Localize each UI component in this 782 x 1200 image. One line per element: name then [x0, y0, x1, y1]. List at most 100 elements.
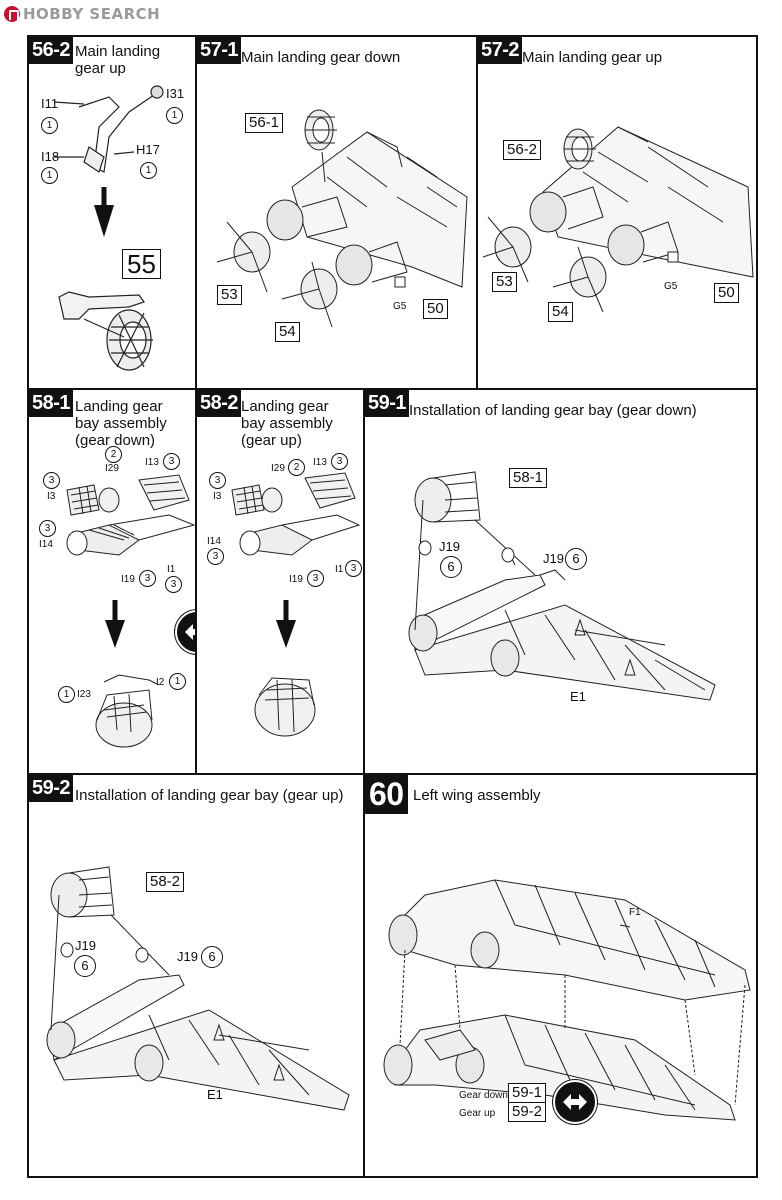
label-i14: I14 [207, 536, 221, 547]
turn-over-icon [553, 1080, 597, 1124]
qty-badge: 1 [58, 686, 75, 703]
part-54: 54 [548, 302, 573, 322]
bay-assembly-down-illustration [66, 474, 195, 748]
step-number: 57-2 [478, 37, 523, 64]
qty-badge: 1 [140, 162, 157, 179]
qty-badge: 6 [440, 556, 462, 578]
install-bay-up-illustration [46, 866, 350, 1111]
label-j19: J19 [543, 551, 564, 566]
qty-badge: 3 [39, 520, 56, 537]
gear-up-parts-illustration [53, 85, 164, 371]
ref-56-2: 56-2 [503, 140, 542, 160]
step-title: Left wing assembly [413, 787, 541, 804]
step-58-2-panel: 58-2 Landing gear bay assembly (gear up)… [195, 388, 365, 775]
step-title: Main landing gear up [522, 49, 663, 66]
step-title: Main landing gear up [75, 43, 161, 77]
ref-58-2: 58-2 [146, 872, 185, 892]
step-60-panel: 60 Left wing assembly F1 Gear down 59-1 … [363, 773, 758, 1178]
qty-badge: 3 [139, 570, 156, 587]
label-e1: E1 [570, 689, 586, 704]
qty-badge: 1 [41, 117, 58, 134]
label-i29: I29 [271, 463, 285, 474]
step-number: 60 [365, 775, 408, 815]
step-56-2-panel: 56-2 Main landing gear up I11 1 I31 1 I1… [27, 35, 197, 390]
step-57-1-panel: 57-1 Main landing gear down 56-1 53 54 G… [195, 35, 478, 390]
qty-badge: 3 [209, 472, 226, 489]
gear-down-label: Gear down [459, 1090, 508, 1101]
step-number: 57-1 [197, 37, 242, 64]
ref-55: 55 [122, 249, 161, 279]
part-g5: G5 [664, 281, 678, 292]
label-j19: J19 [439, 539, 460, 554]
label-i14: I14 [39, 539, 53, 550]
double-arrow-icon [563, 1094, 587, 1110]
install-bay-down-illustration [408, 471, 716, 701]
title-line: (gear down) [75, 432, 156, 449]
title-line: (gear up) [241, 432, 302, 449]
step-number: 56-2 [29, 37, 74, 64]
label-f1: F1 [629, 907, 641, 918]
step-title: Main landing gear down [241, 49, 401, 66]
step-number: 59-1 [365, 390, 410, 417]
label-i31: I31 [166, 86, 185, 101]
step-59-2-panel: 59-2 Installation of landing gear bay (g… [27, 773, 365, 1178]
qty-badge: 6 [74, 955, 96, 977]
qty-badge: 6 [565, 548, 587, 570]
label-i23: I23 [77, 689, 91, 700]
qty-badge: 1 [41, 167, 58, 184]
ref-56-1: 56-1 [245, 113, 284, 133]
label-i3: I3 [213, 491, 222, 502]
label-i13: I13 [313, 457, 327, 468]
gear-up-label: Gear up [459, 1108, 496, 1119]
qty-badge: 3 [207, 548, 224, 565]
hobby-search-logo: HOBBY SEARCH [4, 4, 160, 24]
part-53: 53 [492, 272, 517, 292]
label-i11: I11 [41, 96, 59, 111]
left-wing-assembly-illustration [383, 879, 751, 1121]
step-59-1-panel: 59-1 Installation of landing gear bay (g… [363, 388, 758, 775]
qty-badge: 3 [331, 453, 348, 470]
qty-badge: 3 [345, 560, 362, 577]
step-number: 58-1 [29, 390, 74, 417]
label-i1: I1 [167, 564, 176, 575]
step-title: Landing gear bay assembly (gear down) [75, 398, 167, 449]
step-57-2-panel: 57-2 Main landing gear up 56-2 53 54 G5 … [476, 35, 758, 390]
label-i19: I19 [289, 574, 303, 585]
qty-badge: 6 [201, 946, 223, 968]
label-i13: I13 [145, 457, 159, 468]
qty-badge: 2 [105, 446, 122, 463]
ref-59-1: 59-1 [508, 1083, 547, 1103]
qty-badge: 3 [165, 576, 182, 593]
title-line: Landing gear [75, 398, 163, 415]
qty-badge: 3 [43, 472, 60, 489]
label-i29: I29 [105, 463, 119, 474]
part-54: 54 [275, 322, 300, 342]
logo-text: HOBBY SEARCH [23, 5, 161, 23]
part-50: 50 [714, 283, 739, 303]
logo-icon [4, 6, 20, 22]
part-50: 50 [423, 299, 448, 319]
label-j19: J19 [75, 938, 96, 953]
title-line: bay assembly [75, 415, 167, 432]
label-j19: J19 [177, 949, 198, 964]
label-i3: I3 [47, 491, 56, 502]
qty-badge: 1 [169, 673, 186, 690]
label-i1: I1 [335, 564, 344, 575]
step-title: Landing gear bay assembly (gear up) [241, 398, 333, 449]
qty-badge: 3 [307, 570, 324, 587]
step-58-1-panel: 58-1 Landing gear bay assembly (gear dow… [27, 388, 197, 775]
qty-badge: 2 [288, 459, 305, 476]
qty-badge: 3 [163, 453, 180, 470]
qty-badge: 1 [166, 107, 183, 124]
step-number: 58-2 [197, 390, 242, 417]
label-i19: I19 [121, 574, 135, 585]
step-number: 59-2 [29, 775, 74, 802]
ref-58-1: 58-1 [509, 468, 548, 488]
title-line: Landing gear [241, 398, 329, 415]
gear-down-wing-illustration [216, 109, 468, 328]
step-title: Installation of landing gear bay (gear u… [75, 787, 344, 804]
gear-up-wing-illustration [482, 126, 754, 313]
part-53: 53 [217, 285, 242, 305]
title-line: bay assembly [241, 415, 333, 432]
part-g5: G5 [393, 301, 407, 312]
